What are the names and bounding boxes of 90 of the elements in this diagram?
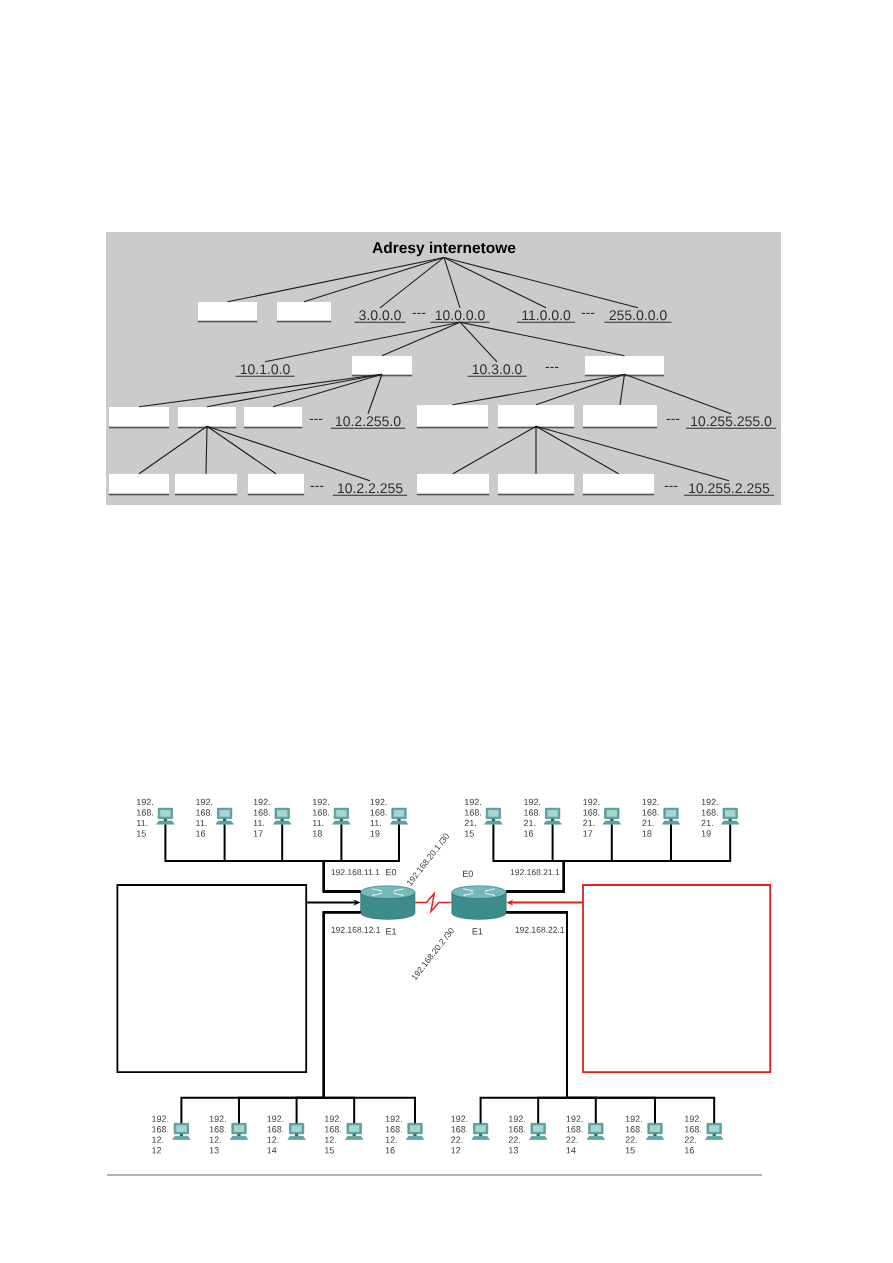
answer-box xyxy=(416,474,490,496)
interface-label: E0 xyxy=(463,870,473,877)
underlined-address: 10.2.255.0 xyxy=(330,416,406,429)
separator-dashes: --- xyxy=(581,312,595,314)
answer-box xyxy=(174,474,238,496)
serial-link xyxy=(414,891,453,914)
ip-address-label: 192. 168. 21. 18 xyxy=(642,798,659,837)
connector-line xyxy=(205,425,208,475)
ip-address-label: 192. 168. 22. 12 xyxy=(451,1115,468,1154)
ip-address-label: 192. 168. 11. 17 xyxy=(253,798,270,837)
underlined-address: 10.1.0.0 xyxy=(235,364,295,377)
connector-line xyxy=(459,321,498,363)
ip-address-label: 192. 168. 22. 13 xyxy=(508,1115,525,1154)
interface-label: E1 xyxy=(386,928,397,935)
separator-dashes: --- xyxy=(309,418,323,420)
answer-box xyxy=(351,356,413,377)
underlined-address: 10.255.2.255 xyxy=(683,483,775,496)
ip-address-label: 192.168.12.1 xyxy=(331,926,381,933)
connector-line xyxy=(226,256,445,303)
answer-box xyxy=(416,405,489,429)
answer-box xyxy=(276,302,332,323)
connector-line xyxy=(535,425,730,482)
ip-address-label: 192.168.11.1 xyxy=(331,869,380,876)
interface-label: E0 xyxy=(386,869,397,876)
answer-box xyxy=(243,407,303,429)
connector-line xyxy=(619,373,626,406)
ip-address-label: 192. 168. 12. 16 xyxy=(385,1115,402,1154)
underlined-address: 11.0.0.0 xyxy=(516,310,576,323)
answer-box xyxy=(497,405,575,429)
network-cable xyxy=(505,911,716,1125)
ip-address-label: 192. 168. 11. 19 xyxy=(370,798,387,837)
underlined-address: 10.3.0.0 xyxy=(467,364,527,377)
answer-box xyxy=(108,474,170,496)
ip-address-label: 192. 168. 12. 14 xyxy=(267,1115,284,1154)
separator-dashes: --- xyxy=(664,485,678,487)
ip-address-label: 192. 168. 11. 16 xyxy=(196,798,213,837)
ip-address-label: 192. 168. 22. 16 xyxy=(684,1115,701,1154)
separator-dashes: --- xyxy=(310,485,324,487)
ip-address-label: 192. 168. 12. 15 xyxy=(325,1115,341,1154)
ip-address-label: 192. 168. 21. 19 xyxy=(701,798,718,837)
underlined-address: 255.0.0.0 xyxy=(604,310,672,323)
answer-box xyxy=(108,407,170,429)
connector-line xyxy=(535,425,620,475)
answer-box xyxy=(582,884,772,1074)
underlined-address: 10.0.0.0 xyxy=(430,310,490,323)
answer-box xyxy=(247,474,305,496)
connector-line xyxy=(443,256,461,309)
connector-line xyxy=(459,321,626,357)
interface-label: E1 xyxy=(472,928,483,935)
ip-address-label: 192. 168. 21. 15 xyxy=(464,798,481,837)
ip-address-label: 192. 168. 12. 13 xyxy=(209,1115,226,1154)
underlined-address: 3.0.0.0 xyxy=(353,310,407,323)
ip-address-label: 192. 168. 21. 16 xyxy=(523,798,541,837)
answer-box xyxy=(197,302,258,323)
answer-box xyxy=(116,884,308,1074)
connector-line xyxy=(206,425,277,475)
answer-box xyxy=(582,474,655,496)
connector-line xyxy=(381,321,461,357)
connector-line xyxy=(367,373,383,415)
separator-dashes: --- xyxy=(412,312,426,314)
ip-address-label: 192.168.21.1 xyxy=(510,869,560,876)
connector-line xyxy=(535,425,537,475)
ip-address-label: 192. 168. 11. 18 xyxy=(313,798,329,837)
connector-line xyxy=(272,373,383,408)
answer-box xyxy=(584,356,665,377)
connector-line xyxy=(443,256,547,309)
answer-box xyxy=(497,474,575,496)
separator-dashes: --- xyxy=(545,366,559,368)
connector-line xyxy=(623,373,732,415)
ip-address-label: 192. 168. 11. 15 xyxy=(137,798,153,837)
answer-box xyxy=(582,405,658,429)
ip-address-label: 192. 168. 22. 14 xyxy=(566,1115,583,1154)
separator-dashes: --- xyxy=(666,418,680,420)
underlined-address: 10.2.2.255 xyxy=(332,483,408,496)
connector-line xyxy=(206,425,371,482)
connector-line xyxy=(443,256,639,309)
connector-line xyxy=(379,256,445,309)
connector-line xyxy=(138,425,208,475)
network-cable xyxy=(322,911,416,1125)
ip-address-label: 192. 168. 12. 12 xyxy=(152,1115,169,1154)
connector-line xyxy=(452,425,537,475)
connector-line xyxy=(264,321,461,363)
connector-line xyxy=(535,373,626,406)
connector-line xyxy=(303,256,445,303)
answer-box xyxy=(177,407,237,429)
underlined-address: 10.255.255.0 xyxy=(685,416,777,429)
ip-address-label: 192.168.22.1 xyxy=(515,926,565,933)
diagram-title: Adresy internetowe xyxy=(372,241,516,257)
ip-address-label: 192. 168. 22. 15 xyxy=(625,1115,642,1154)
ip-address-label: 192. 168. 21. 17 xyxy=(583,798,600,837)
